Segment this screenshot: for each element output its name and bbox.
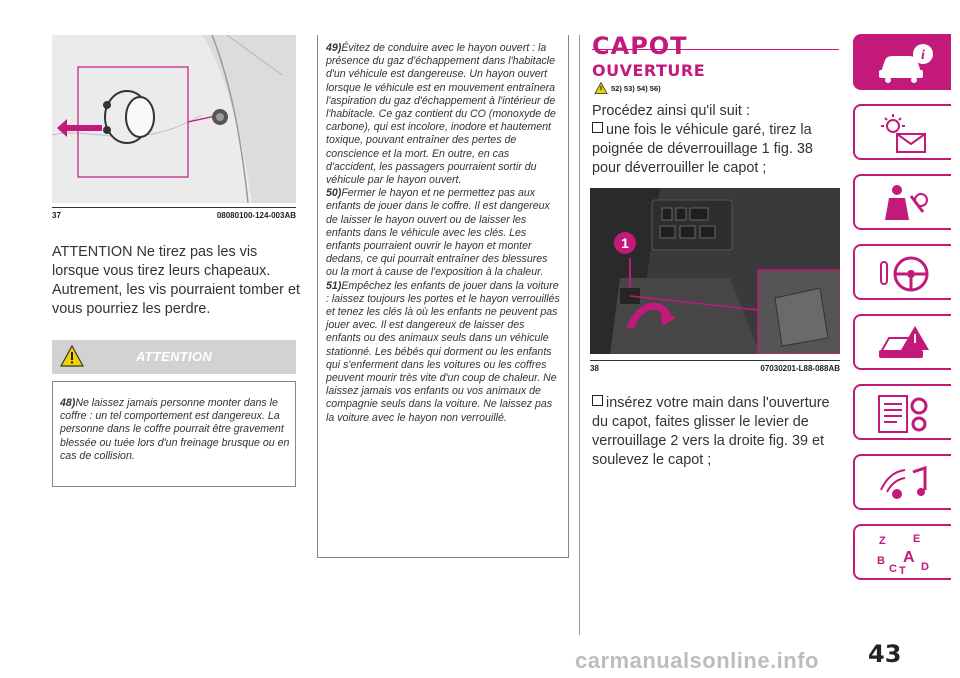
tab-dashboard-lights[interactable] bbox=[853, 104, 951, 160]
multimedia-icon bbox=[880, 465, 927, 499]
section-subheading: OUVERTURE bbox=[592, 61, 706, 80]
warning-text: Évitez de conduire avec le hayon ouvert … bbox=[326, 42, 556, 187]
reference-numbers: 52) 53) 54) 56) bbox=[611, 83, 661, 93]
index-icon: Z E B A C T D bbox=[877, 533, 929, 576]
tab-emergency[interactable] bbox=[853, 314, 951, 370]
figure-code: 07030201-L88-088AB bbox=[760, 364, 840, 373]
warning-box-continued bbox=[317, 35, 569, 558]
warning-triangle-icon bbox=[594, 82, 608, 94]
warning-49: 49)Évitez de conduire avec le hayon ouve… bbox=[326, 42, 562, 187]
warning-box bbox=[52, 381, 296, 487]
warning-number: 49) bbox=[326, 42, 342, 54]
warning-text: Fermer le hayon et ne permettez pas aux … bbox=[326, 187, 550, 279]
warning-number: 48) bbox=[60, 397, 76, 409]
warning-title: ATTENTION bbox=[135, 349, 213, 364]
car-info-icon: i bbox=[879, 44, 933, 83]
warning-48: 48)Ne laissez jamais personne monter dan… bbox=[60, 397, 290, 463]
warning-text: Empêchez les enfants de jouer dans la vo… bbox=[326, 279, 560, 424]
warning-triangle-icon bbox=[60, 345, 84, 367]
figure-number: 38 bbox=[590, 364, 599, 373]
tab-index[interactable]: Z E B A C T D bbox=[853, 524, 951, 580]
figure-number: 37 bbox=[52, 211, 61, 220]
step-2: insérez votre main dans l'ouverture du c… bbox=[592, 394, 842, 470]
figure-37-image bbox=[52, 35, 296, 203]
figure-callout: 1 bbox=[621, 235, 629, 251]
dashboard-lights-icon bbox=[881, 114, 926, 153]
warning-number: 51) bbox=[326, 279, 342, 292]
watermark: carmanualsonline.info bbox=[575, 648, 819, 673]
safety-icon bbox=[885, 185, 928, 220]
svg-text:i: i bbox=[921, 48, 925, 63]
step-1: une fois le véhicule garé, tirez la poig… bbox=[592, 121, 842, 178]
tab-car-info[interactable]: i bbox=[853, 34, 951, 90]
step-1-text: une fois le véhicule garé, tirez la poig… bbox=[592, 122, 813, 176]
steering-wheel-icon bbox=[880, 256, 929, 292]
svg-text:Z: Z bbox=[879, 535, 886, 547]
emergency-icon bbox=[879, 326, 929, 358]
tab-starting-driving[interactable] bbox=[853, 244, 951, 300]
checkbox-bullet-icon bbox=[592, 122, 603, 133]
warning-text: Ne laissez jamais personne monter dans l… bbox=[60, 397, 290, 462]
warning-51: 51)Empêchez les enfants de jouer dans la… bbox=[326, 280, 562, 425]
checkbox-bullet-icon bbox=[592, 395, 603, 406]
tab-maintenance[interactable] bbox=[853, 384, 951, 440]
warning-references: 52) 53) 54) 56) bbox=[594, 82, 661, 94]
figure-37-caption: 37 08080100-124-003AB bbox=[52, 207, 296, 220]
attention-paragraph: ATTENTION Ne tirez pas les vis lorsque v… bbox=[52, 244, 300, 317]
svg-text:E: E bbox=[913, 533, 920, 545]
svg-text:C: C bbox=[889, 563, 897, 575]
warning-header: ATTENTION bbox=[52, 340, 296, 374]
page-number: 43 bbox=[868, 640, 902, 668]
svg-text:A: A bbox=[903, 549, 915, 566]
svg-text:D: D bbox=[921, 561, 929, 573]
figure-38-image: 1 bbox=[590, 188, 840, 354]
tab-safety[interactable] bbox=[853, 174, 951, 230]
warning-number: 50) bbox=[326, 187, 342, 200]
section-heading: CAPOT bbox=[592, 32, 688, 60]
heading-rule bbox=[592, 49, 839, 50]
step-2-text: insérez votre main dans l'ouverture du c… bbox=[592, 395, 830, 468]
warnings-49-51: 49)Évitez de conduire avec le hayon ouve… bbox=[326, 42, 562, 425]
svg-text:B: B bbox=[877, 555, 885, 567]
tab-multimedia[interactable] bbox=[853, 454, 951, 510]
figure-code: 08080100-124-003AB bbox=[216, 211, 296, 220]
maintenance-icon bbox=[878, 395, 928, 433]
svg-text:T: T bbox=[899, 565, 906, 576]
procedure-intro: Procédez ainsi qu'il suit : une fois le … bbox=[592, 102, 842, 178]
column-divider bbox=[579, 35, 580, 635]
intro-text: Procédez ainsi qu'il suit : bbox=[592, 103, 750, 119]
warning-50: 50)Fermer le hayon et ne permettez pas a… bbox=[326, 187, 562, 279]
figure-38-caption: 38 07030201-L88-088AB bbox=[590, 360, 840, 373]
